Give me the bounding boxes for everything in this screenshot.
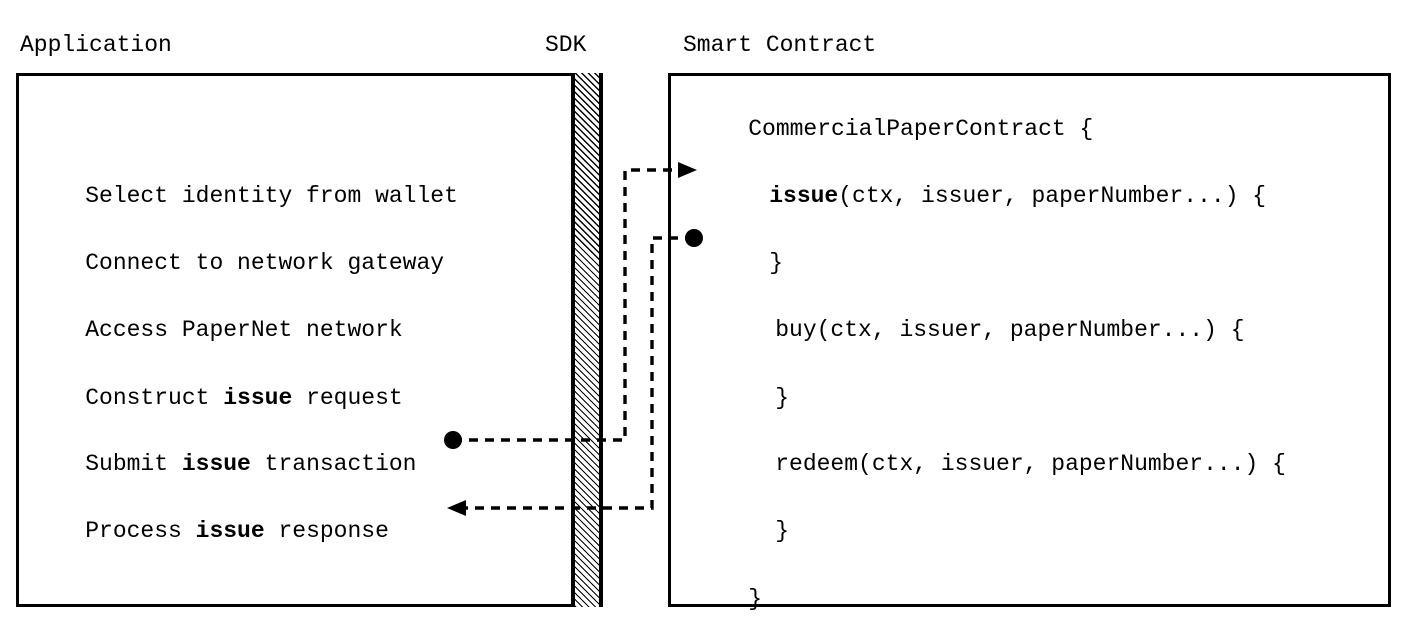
sc-line-text: buy(ctx, issuer, paperNumber...) {	[775, 317, 1245, 343]
sc-line-redeem-signature: redeem(ctx, issuer, paperNumber...) {	[720, 430, 1286, 499]
app-step-connect-gateway: Connect to network gateway	[30, 229, 444, 298]
sc-line-issue-close: }	[714, 229, 783, 298]
smart-contract-panel	[668, 73, 1391, 607]
sc-line-text: }	[748, 586, 763, 612]
sc-line-bold: issue	[769, 183, 839, 209]
app-step-text-post: response	[264, 518, 389, 544]
sc-line-text: }	[775, 518, 790, 544]
app-step-bold: issue	[223, 385, 293, 411]
app-step-text: Select identity from wallet	[85, 183, 458, 209]
app-step-bold: issue	[181, 451, 251, 477]
app-step-access-papernet: Access PaperNet network	[30, 296, 403, 365]
app-step-select-identity: Select identity from wallet	[30, 162, 458, 231]
header-smart-contract: Smart Contract	[683, 32, 877, 58]
app-step-text: Connect to network gateway	[85, 250, 445, 276]
app-step-text-post: request	[292, 385, 403, 411]
sdk-hatched-bar	[571, 73, 603, 607]
sc-line-text: }	[769, 250, 784, 276]
app-step-text: Submit	[85, 451, 182, 477]
sc-line-redeem-close: }	[720, 497, 789, 566]
app-step-submit-issue-transaction: Submit issue transaction	[30, 430, 417, 499]
app-step-text: Construct	[85, 385, 224, 411]
app-step-text: Process	[85, 518, 196, 544]
sc-line-contract-close: }	[693, 565, 762, 634]
sc-line-text: redeem(ctx, issuer, paperNumber...) {	[775, 451, 1286, 477]
sc-line-buy-close: }	[720, 364, 789, 433]
app-step-text: Access PaperNet network	[85, 317, 403, 343]
app-step-bold: issue	[195, 518, 265, 544]
app-step-text-post: transaction	[250, 451, 417, 477]
sc-line-issue-signature: issue(ctx, issuer, paperNumber...) {	[714, 162, 1266, 231]
sc-line-text: }	[775, 385, 790, 411]
sc-line-buy-signature: buy(ctx, issuer, paperNumber...) {	[720, 296, 1245, 365]
sc-line-contract-open: CommercialPaperContract {	[693, 95, 1093, 164]
sc-line-text: CommercialPaperContract {	[748, 116, 1094, 142]
app-step-process-issue-response: Process issue response	[30, 497, 389, 566]
app-step-construct-issue-request: Construct issue request	[30, 364, 403, 433]
header-sdk: SDK	[545, 32, 587, 58]
sc-line-text-post: (ctx, issuer, paperNumber...) {	[838, 183, 1267, 209]
header-application: Application	[20, 32, 172, 58]
